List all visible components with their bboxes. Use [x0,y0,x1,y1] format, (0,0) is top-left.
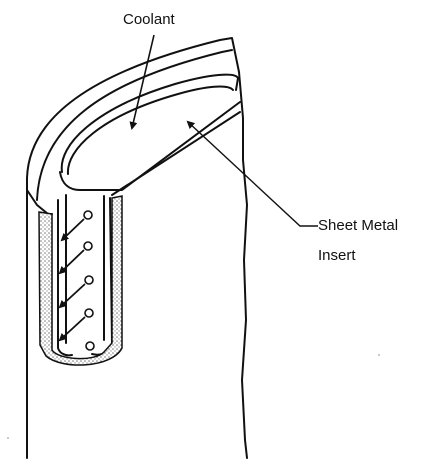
insert-label: Insert [318,247,356,264]
cavity-left-wall [57,199,73,357]
insert-outer-rim [60,73,239,173]
impingement-hole-5 [85,341,95,351]
insert-front-edge [59,101,241,191]
outer-wall-inner-line [36,49,233,201]
speck-1 [7,437,9,439]
insert-inner-rim [66,85,234,175]
insert-leader-line [186,120,318,227]
impingement-hole-3 [84,275,94,285]
insert-front-edge-2 [111,111,241,196]
outer-wall-outline [26,37,248,459]
jet-arrow-1 [60,218,85,242]
jet-arrow-2 [58,249,85,275]
coolant-leader-arrow [129,34,155,130]
impingement-hole-4 [84,308,94,318]
jet-arrow-4 [58,316,86,342]
cavity-right-wall [91,197,113,356]
speck-2 [378,354,380,356]
impingement-hole-1 [83,210,93,220]
coolant-label: Coolant [123,11,175,28]
wall-cut-face [26,189,53,215]
stippled-wall-section [38,195,123,366]
sheet-metal-label: Sheet Metal [318,217,399,234]
impingement-hole-2 [83,241,93,251]
jet-arrow-3 [58,283,86,309]
